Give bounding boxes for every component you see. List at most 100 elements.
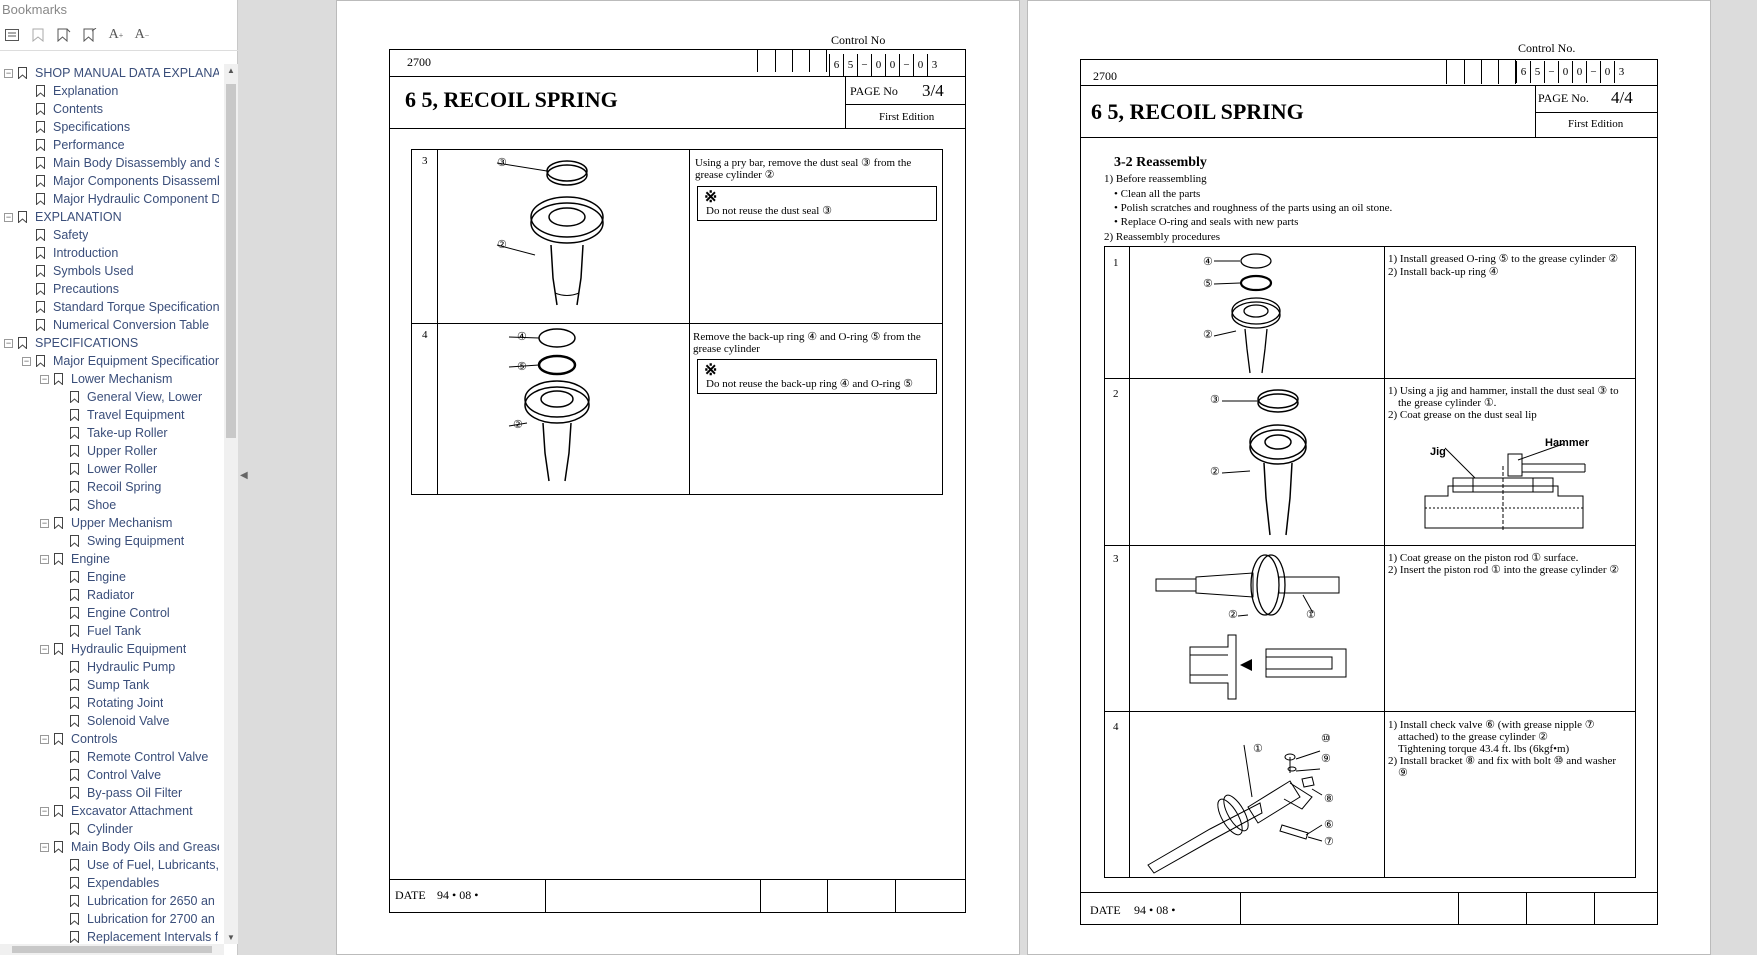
- bookmark-item[interactable]: Shoe: [56, 496, 116, 514]
- bookmark-expand-icon[interactable]: [82, 27, 98, 43]
- bookmark-item[interactable]: Major Components Disassembly: [22, 172, 219, 190]
- bookmark-item[interactable]: Numerical Conversion Table: [22, 316, 209, 334]
- bookmark-item[interactable]: Specifications: [22, 118, 130, 136]
- page-title: 6 5, RECOIL SPRING: [1091, 99, 1304, 124]
- collapse-toggle-icon[interactable]: −: [22, 355, 31, 366]
- bookmark-item[interactable]: By-pass Oil Filter: [56, 784, 182, 802]
- bookmark-item[interactable]: Upper Roller: [56, 442, 157, 460]
- bookmark-icon: [70, 895, 79, 907]
- collapse-toggle-icon[interactable]: −: [4, 337, 13, 348]
- bookmark-label: Main Body Disassembly and Ser: [53, 156, 219, 170]
- bookmark-item[interactable]: −Engine: [40, 550, 110, 568]
- date-value: 94 • 08 •: [437, 888, 479, 902]
- bookmark-item[interactable]: −Controls: [40, 730, 118, 748]
- scroll-down-icon[interactable]: ▼: [227, 933, 235, 942]
- bookmark-item[interactable]: Performance: [22, 136, 125, 154]
- bookmark-item[interactable]: Standard Torque Specification: [22, 298, 219, 316]
- bookmark-item[interactable]: Expendables: [56, 874, 159, 892]
- bookmark-label: Solenoid Valve: [87, 714, 170, 728]
- bookmark-item[interactable]: Symbols Used: [22, 262, 134, 280]
- date-label: DATE: [395, 888, 426, 902]
- bookmark-label: Cylinder: [87, 822, 133, 836]
- bookmark-item[interactable]: Contents: [22, 100, 103, 118]
- bookmark-item[interactable]: Travel Equipment: [56, 406, 185, 424]
- bookmark-item[interactable]: Safety: [22, 226, 88, 244]
- collapse-toggle-icon[interactable]: −: [40, 643, 49, 654]
- bookmark-icon: [18, 67, 27, 79]
- bookmark-label: Major Components Disassembly: [53, 174, 219, 188]
- collapse-toggle-icon[interactable]: −: [40, 517, 49, 528]
- bookmark-item[interactable]: Lubrication for 2700 an: [56, 910, 215, 928]
- bookmark-icon: [70, 445, 79, 457]
- hscrollbar-thumb[interactable]: [12, 946, 212, 953]
- bookmarks-toolbar: A+ A−: [4, 24, 150, 46]
- bookmark-item[interactable]: −Excavator Attachment: [40, 802, 193, 820]
- bookmark-item[interactable]: Control Valve: [56, 766, 161, 784]
- bookmark-item[interactable]: −Major Equipment Specifications: [22, 352, 219, 370]
- collapse-toggle-icon[interactable]: −: [40, 733, 49, 744]
- bookmark-item[interactable]: Rotating Joint: [56, 694, 163, 712]
- collapse-toggle-icon[interactable]: −: [40, 553, 49, 564]
- bookmark-item[interactable]: Sump Tank: [56, 676, 149, 694]
- bookmark-item[interactable]: Take-up Roller: [56, 424, 168, 442]
- control-digit: 0: [1600, 61, 1614, 83]
- bookmark-label: Shoe: [87, 498, 117, 512]
- bookmark-item[interactable]: Replacement Intervals f: [56, 928, 218, 944]
- bookmark-item[interactable]: Cylinder: [56, 820, 133, 838]
- step-line: Tightening torque 43.4 ft. lbs (6kgf•m): [1398, 743, 1570, 755]
- callout: ④: [517, 331, 527, 343]
- bookmark-label: Engine Control: [87, 606, 170, 620]
- options-icon[interactable]: [4, 27, 20, 43]
- collapse-toggle-icon[interactable]: −: [4, 67, 13, 78]
- collapse-panel-icon[interactable]: ◀: [240, 470, 248, 481]
- bookmark-item[interactable]: Lubrication for 2650 an: [56, 892, 215, 910]
- callout: ②: [513, 419, 523, 431]
- step-number: 4: [422, 329, 428, 341]
- bookmark-item[interactable]: −SHOP MANUAL DATA EXPLANAT: [4, 64, 219, 82]
- bookmark-item[interactable]: Hydraulic Pump: [56, 658, 175, 676]
- scroll-up-icon[interactable]: ▲: [227, 66, 235, 75]
- bookmark-item[interactable]: Lower Roller: [56, 460, 157, 478]
- step-number: 1: [1113, 257, 1119, 269]
- bookmark-item[interactable]: Remote Control Valve: [56, 748, 208, 766]
- callout: ③: [1210, 394, 1220, 406]
- bookmark-item[interactable]: −SPECIFICATIONS: [4, 334, 138, 352]
- bookmark-item[interactable]: Use of Fuel, Lubricants,: [56, 856, 219, 874]
- text-smaller-icon[interactable]: A−: [134, 27, 150, 42]
- collapse-toggle-icon[interactable]: −: [40, 373, 49, 384]
- bookmark-item[interactable]: Main Body Disassembly and Ser: [22, 154, 219, 172]
- bookmark-new-icon[interactable]: [56, 27, 72, 43]
- bookmarks-hscrollbar[interactable]: [0, 944, 224, 955]
- step-text: Remove the back-up ring ④ and O-ring ⑤ f…: [693, 331, 921, 355]
- bookmark-item[interactable]: Swing Equipment: [56, 532, 184, 550]
- bookmark-add-icon[interactable]: [30, 27, 46, 43]
- bookmark-item[interactable]: −Lower Mechanism: [40, 370, 172, 388]
- bookmark-item[interactable]: −Upper Mechanism: [40, 514, 172, 532]
- bookmark-item[interactable]: Engine Control: [56, 604, 170, 622]
- bookmark-label: Radiator: [87, 588, 135, 602]
- text-larger-icon[interactable]: A+: [108, 27, 124, 42]
- bookmark-item[interactable]: −Hydraulic Equipment: [40, 640, 186, 658]
- bookmark-item[interactable]: Solenoid Valve: [56, 712, 169, 730]
- collapse-toggle-icon[interactable]: −: [4, 211, 13, 222]
- bookmark-icon: [36, 247, 45, 259]
- bookmark-item[interactable]: General View, Lower: [56, 388, 202, 406]
- bookmark-icon: [18, 337, 27, 349]
- bookmark-item[interactable]: −Main Body Oils and Greases: [40, 838, 219, 856]
- bookmark-item[interactable]: Major Hydraulic Component Dis: [22, 190, 219, 208]
- step-line: the grease cylinder ①.: [1398, 397, 1497, 409]
- edition: First Edition: [1568, 118, 1624, 130]
- bookmark-item[interactable]: Engine: [56, 568, 126, 586]
- bookmark-item[interactable]: −EXPLANATION: [4, 208, 122, 226]
- bookmark-item[interactable]: Explanation: [22, 82, 118, 100]
- bookmark-item[interactable]: Introduction: [22, 244, 118, 262]
- bookmark-item[interactable]: Precautions: [22, 280, 119, 298]
- collapse-toggle-icon[interactable]: −: [40, 805, 49, 816]
- bookmark-item[interactable]: Recoil Spring: [56, 478, 161, 496]
- bookmark-item[interactable]: Fuel Tank: [56, 622, 141, 640]
- bookmark-item[interactable]: Radiator: [56, 586, 134, 604]
- callout: ②: [1210, 466, 1220, 478]
- bookmarks-scrollbar[interactable]: ▲ ▼: [224, 64, 238, 944]
- scrollbar-thumb[interactable]: [226, 84, 236, 438]
- collapse-toggle-icon[interactable]: −: [40, 841, 49, 852]
